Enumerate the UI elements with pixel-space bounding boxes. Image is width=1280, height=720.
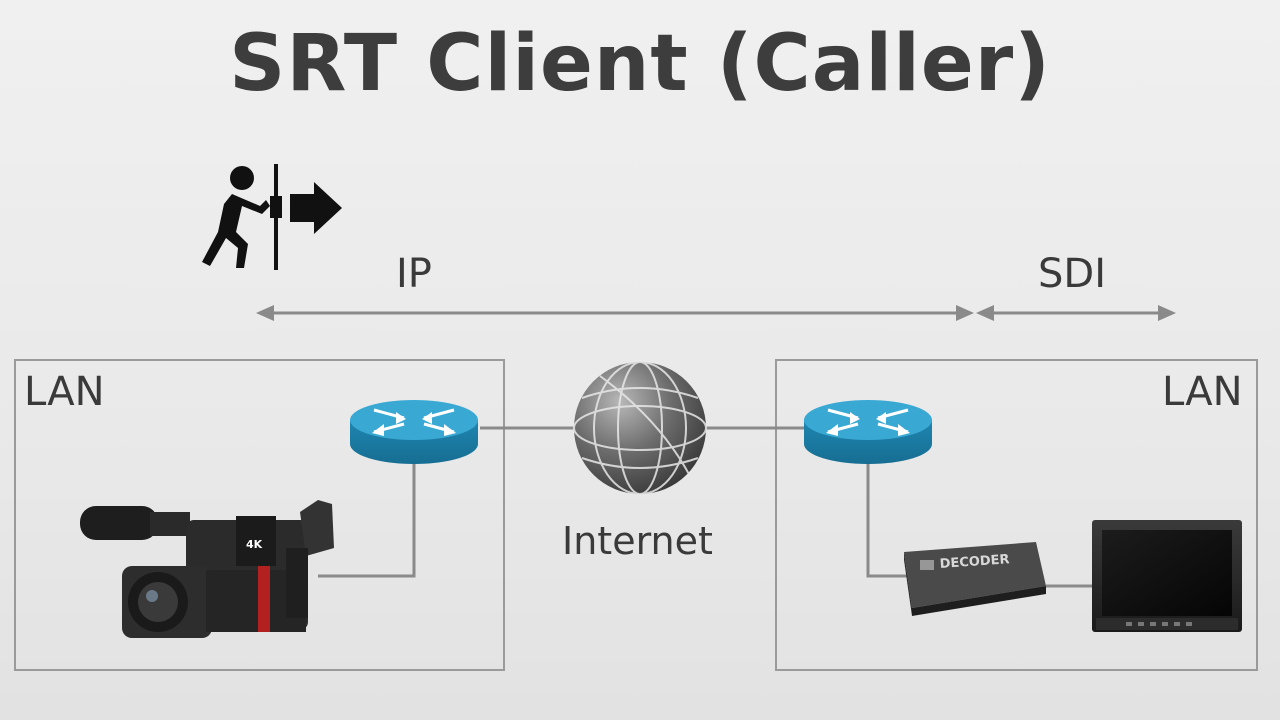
network-links xyxy=(318,426,1094,588)
lan-label-left: LAN xyxy=(24,369,105,415)
router-icon xyxy=(350,400,478,464)
camera-icon: 4K xyxy=(80,500,334,638)
router-icon xyxy=(804,400,932,464)
diagram-title: SRT Client (Caller) xyxy=(229,19,1051,109)
globe-icon xyxy=(573,361,707,495)
decoder-icon: DECODER xyxy=(904,542,1046,616)
lan-label-right: LAN xyxy=(1162,369,1243,415)
internet-label: Internet xyxy=(562,519,713,563)
lan-box-right xyxy=(775,359,1258,671)
sdi-range-arrow xyxy=(976,305,1176,321)
ip-range-arrow xyxy=(256,305,974,321)
ip-label: IP xyxy=(396,251,432,297)
camera-badge: 4K xyxy=(246,538,263,551)
monitor-icon xyxy=(1092,520,1242,632)
decoder-label: DECODER xyxy=(939,552,1010,572)
lan-box-left xyxy=(14,359,505,671)
caller-push-door-icon xyxy=(202,164,342,270)
sdi-label: SDI xyxy=(1038,251,1106,297)
